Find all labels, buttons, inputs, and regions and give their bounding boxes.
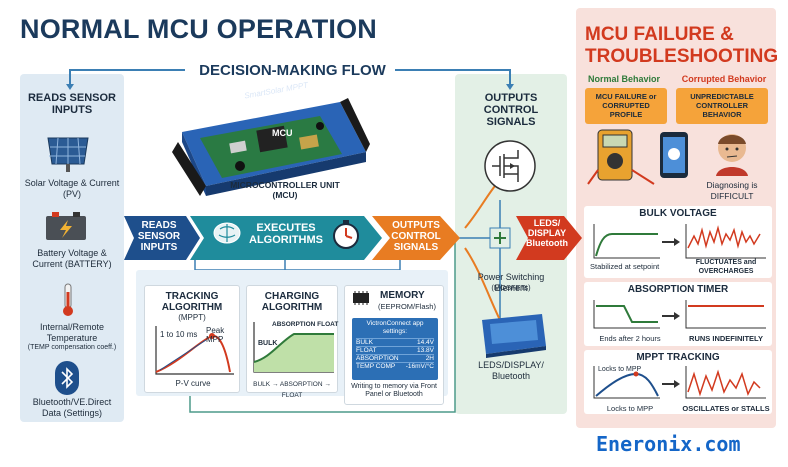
absorption-timer-title: ABSORPTION TIMER xyxy=(627,284,729,295)
brain-icon xyxy=(213,222,241,244)
flow-reads: READS SENSOR INPUTS xyxy=(137,220,181,253)
absorption-bad-label: RUNS INDEFINITELY xyxy=(689,334,763,343)
setting-value: 14.4V xyxy=(417,339,434,346)
failure-title-line1: MCU FAILURE & xyxy=(585,24,734,45)
memory-sub: (EEPROM/Flash) xyxy=(378,302,436,311)
stopwatch-icon xyxy=(333,220,359,249)
sensor-heading: READS SENSOR INPUTS xyxy=(27,92,117,116)
charging-bulk: BULK xyxy=(258,340,278,347)
bulk-ok-label: Stabilized at setpoint xyxy=(590,262,660,271)
mcu-failure-box: MCU FAILURE or CORRUPTED PROFILE xyxy=(585,88,667,124)
leds-label: LEDS/DISPLAY/ Bluetooth xyxy=(478,360,544,381)
app-settings-panel: VictronConnect app settings: BULK 14.4V F… xyxy=(352,318,438,380)
memory-chip-icon xyxy=(353,291,369,305)
mosfet-symbol-icon xyxy=(484,140,536,192)
device-display-image xyxy=(482,314,546,358)
failure-title-line2: TROUBLESHOOTING xyxy=(585,46,779,67)
battery-label: Battery Voltage & Current (BATTERY) xyxy=(32,248,112,269)
setting-row-temp: TEMP COMP -16mV/°C xyxy=(356,362,434,370)
bluetooth-label: Bluetooth/VE.Direct Data (Settings) xyxy=(32,397,112,418)
pv-curve-chart xyxy=(155,326,234,375)
multimeter-icon xyxy=(587,129,655,185)
flow-leds: LEDS/ DISPLAY Bluetooth xyxy=(526,218,568,248)
setting-row-float: FLOAT 13.8V xyxy=(356,346,434,354)
failure-title: MCU FAILURE & TROUBLESHOOTING xyxy=(585,24,778,68)
corrupted-behavior-label: Corrupted Behavior xyxy=(681,74,767,84)
setting-row-bulk: BULK 14.4V xyxy=(356,338,434,346)
charging-caption: BULK → ABSORPTION → FLOAT xyxy=(253,381,331,399)
phone-app-icon xyxy=(660,132,688,178)
mppt-bad-label: OSCILLATES or STALLS xyxy=(682,404,770,413)
mppt-tracking-chart xyxy=(593,366,766,399)
normal-behavior-label: Normal Behavior xyxy=(587,74,661,84)
brand-link[interactable]: Eneronix.com xyxy=(596,432,741,456)
tracking-sub: (MPPT) xyxy=(178,313,206,322)
setting-value: -16mV/°C xyxy=(405,363,434,370)
confused-person-icon xyxy=(716,134,748,176)
flow-executes: EXECUTES ALGORITHMS xyxy=(249,222,323,246)
mcu-chip-label: MCU xyxy=(272,128,293,138)
absorption-timer-chart xyxy=(593,300,766,329)
bulk-bad-label: FLUCTUATES and OVERCHARGES xyxy=(695,259,757,275)
mppt-tracking-title: MPPT TRACKING xyxy=(636,352,720,363)
setting-value: 2H xyxy=(425,355,434,362)
switch-note: (MOSFETs) xyxy=(491,283,531,292)
mppt-lock-label: Locks to MPP xyxy=(598,366,642,373)
thermometer-icon xyxy=(63,283,73,316)
bluetooth-icon xyxy=(55,361,79,395)
absorption-ok-label: Ends after 2 hours xyxy=(599,334,661,343)
tracking-peak: Peak MPP xyxy=(206,326,225,344)
outputs-heading: OUTPUTS CONTROL SIGNALS xyxy=(483,92,539,128)
setting-key: TEMP COMP xyxy=(356,363,396,370)
charging-absfloat: ABSORPTION FLOAT xyxy=(272,321,339,328)
decision-flow-label: DECISION-MAKING FLOW xyxy=(199,62,386,79)
switch-node-icon xyxy=(489,227,511,249)
setting-key: ABSORPTION xyxy=(356,355,399,362)
page-title: NORMAL MCU OPERATION xyxy=(20,14,377,44)
tracking-time: 1 to 10 ms xyxy=(160,330,198,339)
tracking-card: TRACKING ALGORITHM (MPPT) xyxy=(144,285,240,393)
app-settings-title: VictronConnect app settings: xyxy=(366,320,424,335)
unpredictable-box: UNPREDICTABLE CONTROLLER BEHAVIOR xyxy=(676,88,768,124)
memory-caption: Writing to memory via Front Panel or Blu… xyxy=(351,383,437,398)
mcu-caption: MICROCONTROLLER UNIT (MCU) xyxy=(230,180,340,200)
switch-label: Power Switching Element xyxy=(477,272,545,293)
absorption-timer-row xyxy=(584,282,772,346)
diagnosing-label: Diagnosing is DIFFICULT xyxy=(706,180,758,201)
setting-row-absorption: ABSORPTION 2H xyxy=(356,354,434,362)
solar-panel-icon xyxy=(47,137,89,172)
tracking-title: TRACKING ALGORITHM xyxy=(161,291,223,313)
controller-device-image xyxy=(172,98,370,196)
temperature-note: (TEMP compensation coeff.) xyxy=(27,344,117,351)
charging-title: CHARGING ALGORITHM xyxy=(261,291,323,313)
mppt-ok-label: Locks to MPP xyxy=(606,404,654,413)
bulk-voltage-chart xyxy=(593,224,766,259)
solar-label: Solar Voltage & Current (PV) xyxy=(24,178,120,199)
charging-curve-chart xyxy=(253,322,334,373)
setting-value: 13.8V xyxy=(417,347,434,354)
memory-title: MEMORY xyxy=(380,290,425,301)
flow-outputs: OUTPUTS CONTROL SIGNALS xyxy=(391,220,441,253)
battery-icon xyxy=(46,212,86,240)
bulk-voltage-title: BULK VOLTAGE xyxy=(639,208,717,219)
setting-key: BULK xyxy=(356,339,373,346)
tracking-caption: P-V curve xyxy=(175,379,211,388)
setting-key: FLOAT xyxy=(356,347,377,354)
temperature-label: Internal/Remote Temperature xyxy=(39,322,105,343)
